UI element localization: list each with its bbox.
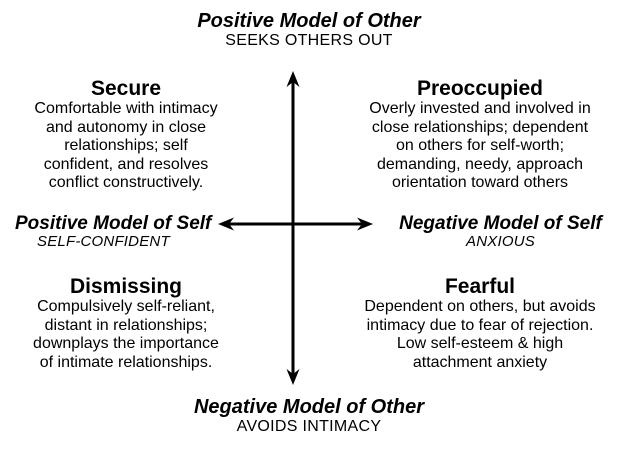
horizontal-axis-arrow — [218, 217, 373, 231]
right-axis-title: Negative Model of Self — [399, 213, 602, 234]
quadrant-fearful-title: Fearful — [444, 275, 515, 298]
quadrant-preoccupied-description: Overly invested and involved in close re… — [369, 100, 591, 191]
left-axis-subtitle: SELF-CONFIDENT — [37, 233, 170, 250]
quadrant-secure-title: Secure — [90, 77, 162, 100]
quadrant-dismissing: Dismissing Compulsively self-reliant, di… — [15, 275, 237, 372]
quadrant-dismissing-title: Dismissing — [69, 275, 183, 298]
quadrant-secure: Secure Comfortable with intimacy and aut… — [15, 77, 237, 193]
top-axis-subtitle: SEEKS OTHERS OUT — [225, 32, 393, 49]
quadrant-dismissing-description: Compulsively self-reliant, distant in re… — [33, 298, 219, 371]
top-axis-title: Positive Model of Other — [197, 10, 421, 32]
quadrant-preoccupied: Preoccupied Overly invested and involved… — [346, 77, 614, 193]
bottom-axis-title: Negative Model of Other — [193, 396, 425, 418]
left-axis-title: Positive Model of Self — [15, 213, 212, 234]
vertical-axis-arrow — [286, 71, 300, 385]
quadrant-fearful: Fearful Dependent on others, but avoids … — [346, 275, 614, 372]
bottom-axis-subtitle: AVOIDS INTIMACY — [236, 418, 382, 435]
left-axis-label: Positive Model of Self SELF-CONFIDENT — [15, 214, 211, 250]
quadrant-preoccupied-title: Preoccupied — [416, 77, 544, 100]
right-axis-subtitle: ANXIOUS — [466, 233, 535, 250]
quadrant-secure-description: Comfortable with intimacy and autonomy i… — [34, 100, 218, 191]
right-axis-label: Negative Model of Self ANXIOUS — [398, 214, 603, 250]
top-axis-label: Positive Model of Other SEEKS OTHERS OUT — [0, 10, 618, 50]
arrow-right-icon — [357, 217, 373, 231]
quadrant-fearful-description: Dependent on others, but avoids intimacy… — [364, 298, 596, 371]
arrow-down-icon — [286, 369, 300, 385]
arrow-left-icon — [218, 217, 234, 231]
arrow-up-icon — [286, 71, 300, 87]
bottom-axis-label: Negative Model of Other AVOIDS INTIMACY — [0, 396, 618, 436]
